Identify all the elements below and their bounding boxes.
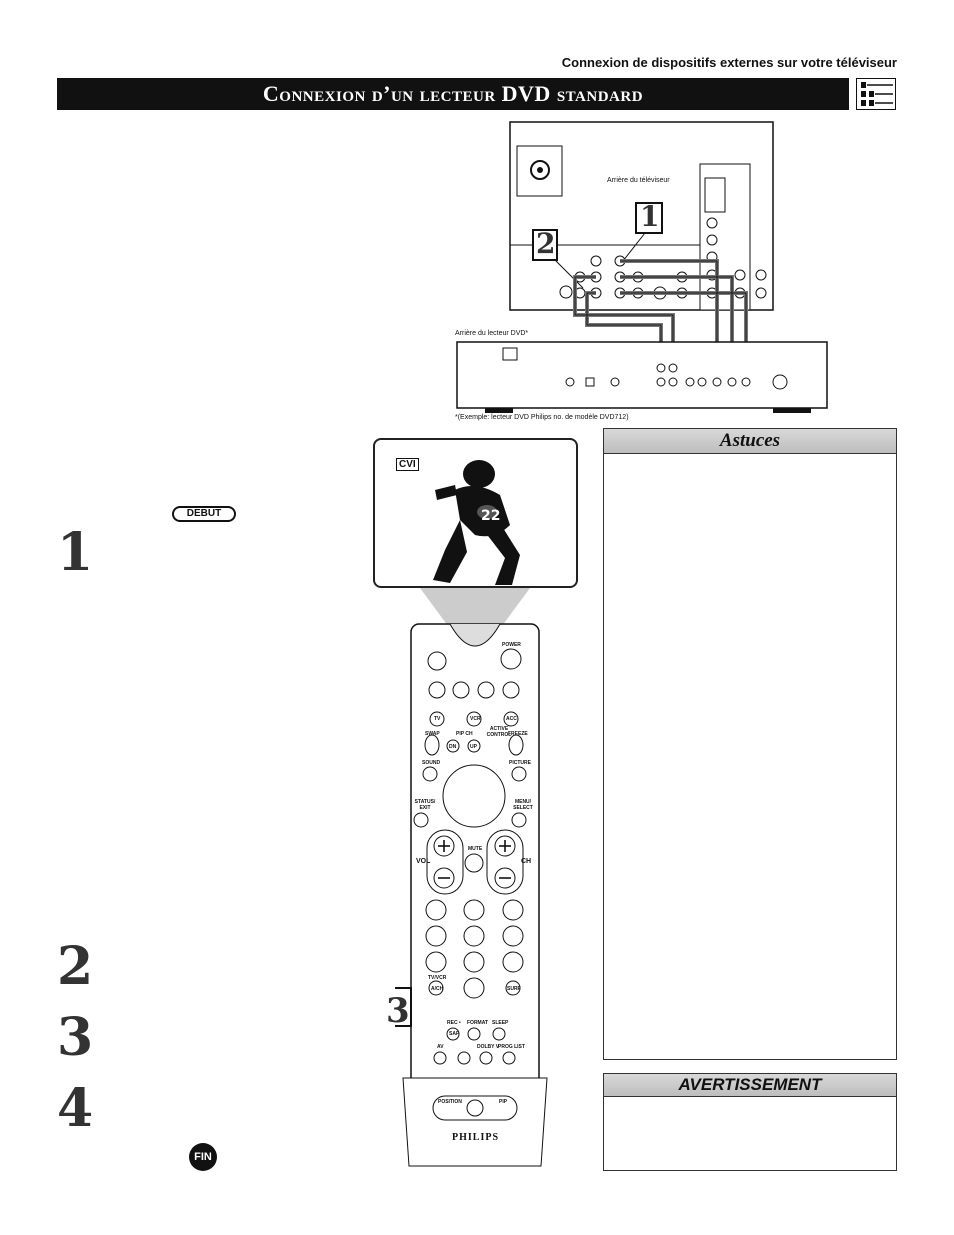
remote-surf-label: SURF bbox=[507, 986, 521, 992]
tips-box: Astuces bbox=[603, 428, 897, 1060]
remote-position-label: POSITION bbox=[438, 1099, 462, 1105]
remote-up-label: UP bbox=[470, 744, 477, 750]
remote-acc-label: ACC bbox=[506, 716, 517, 722]
remote-av-label: AV bbox=[437, 1044, 444, 1050]
remote-sap-label: SAP bbox=[449, 1031, 460, 1037]
remote-picture-label: PICTURE bbox=[509, 760, 531, 766]
connection-icon bbox=[856, 78, 896, 110]
connection-diagram bbox=[455, 120, 835, 430]
section-title: Connexion d’un lecteur DVD standard bbox=[57, 78, 849, 110]
remote-ch-label: CH bbox=[521, 858, 532, 865]
step-3-number: 3 bbox=[57, 1007, 94, 1068]
step-2-number: 2 bbox=[57, 936, 94, 997]
warning-box: AVERTISSEMENT bbox=[603, 1073, 897, 1171]
remote-dolby-label: DOLBY V bbox=[477, 1044, 500, 1050]
remote-sleep-label: SLEEP bbox=[492, 1020, 509, 1026]
remote-swap-label: SWAP bbox=[425, 731, 440, 737]
diagram-callout-1: 1 bbox=[640, 200, 660, 233]
remote-format-label: FORMAT bbox=[467, 1020, 489, 1026]
football-player-image: 22 bbox=[433, 460, 520, 585]
remote-vol-label: VOL bbox=[416, 858, 431, 865]
remote-active-label: ACTIVE CONTROL bbox=[486, 726, 512, 738]
tv-screen: 22 bbox=[373, 438, 578, 588]
remote-menu-label: MENU/ SELECT bbox=[513, 799, 533, 811]
projection-beam bbox=[420, 588, 530, 626]
remote-tvvcr-label: TV/VCR bbox=[428, 975, 447, 981]
start-badge: DEBUT bbox=[172, 506, 236, 522]
remote-mute-label: MUTE bbox=[468, 846, 483, 852]
remote-callout-3: 3 bbox=[386, 991, 410, 1031]
remote-power-label: POWER bbox=[502, 642, 521, 648]
cvi-badge: CVI bbox=[396, 458, 419, 471]
end-badge: FIN bbox=[189, 1143, 217, 1171]
tv-back-label: Arrière du téléviseur bbox=[607, 177, 670, 184]
remote-rec-label: REC • bbox=[447, 1020, 461, 1026]
remote-dn-label: DN bbox=[449, 744, 457, 750]
remote-ach-label: A/CH bbox=[431, 986, 444, 992]
remote-pip-label: PIP bbox=[499, 1099, 508, 1105]
diagram-footnote: *(Exemple: lecteur DVD Philips no. de mo… bbox=[455, 414, 629, 421]
remote-tv-label: TV bbox=[434, 716, 441, 722]
warning-title: AVERTISSEMENT bbox=[604, 1074, 896, 1097]
remote-freeze-label: FREEZE bbox=[508, 731, 528, 737]
step-4-number: 4 bbox=[57, 1078, 94, 1139]
diagram-callout-2: 2 bbox=[536, 227, 556, 260]
remote-vcr-label: VCR bbox=[470, 716, 481, 722]
svg-text:22: 22 bbox=[481, 508, 500, 524]
remote-prog-label: PROG LIST bbox=[498, 1044, 525, 1050]
remote-pipch-label: PIP CH bbox=[456, 731, 473, 737]
remote-sound-label: SOUND bbox=[422, 760, 441, 766]
remote-control bbox=[382, 588, 555, 1168]
dvd-back-label: Arrière du lecteur DVD* bbox=[455, 330, 529, 337]
running-header: Connexion de dispositifs externes sur vo… bbox=[561, 55, 897, 70]
remote-status-label: STATUS/ EXIT bbox=[414, 799, 436, 811]
step-1-number: 1 bbox=[57, 522, 94, 583]
remote-brand-logo: PHILIPS bbox=[452, 1132, 500, 1143]
tips-title: Astuces bbox=[604, 429, 896, 454]
